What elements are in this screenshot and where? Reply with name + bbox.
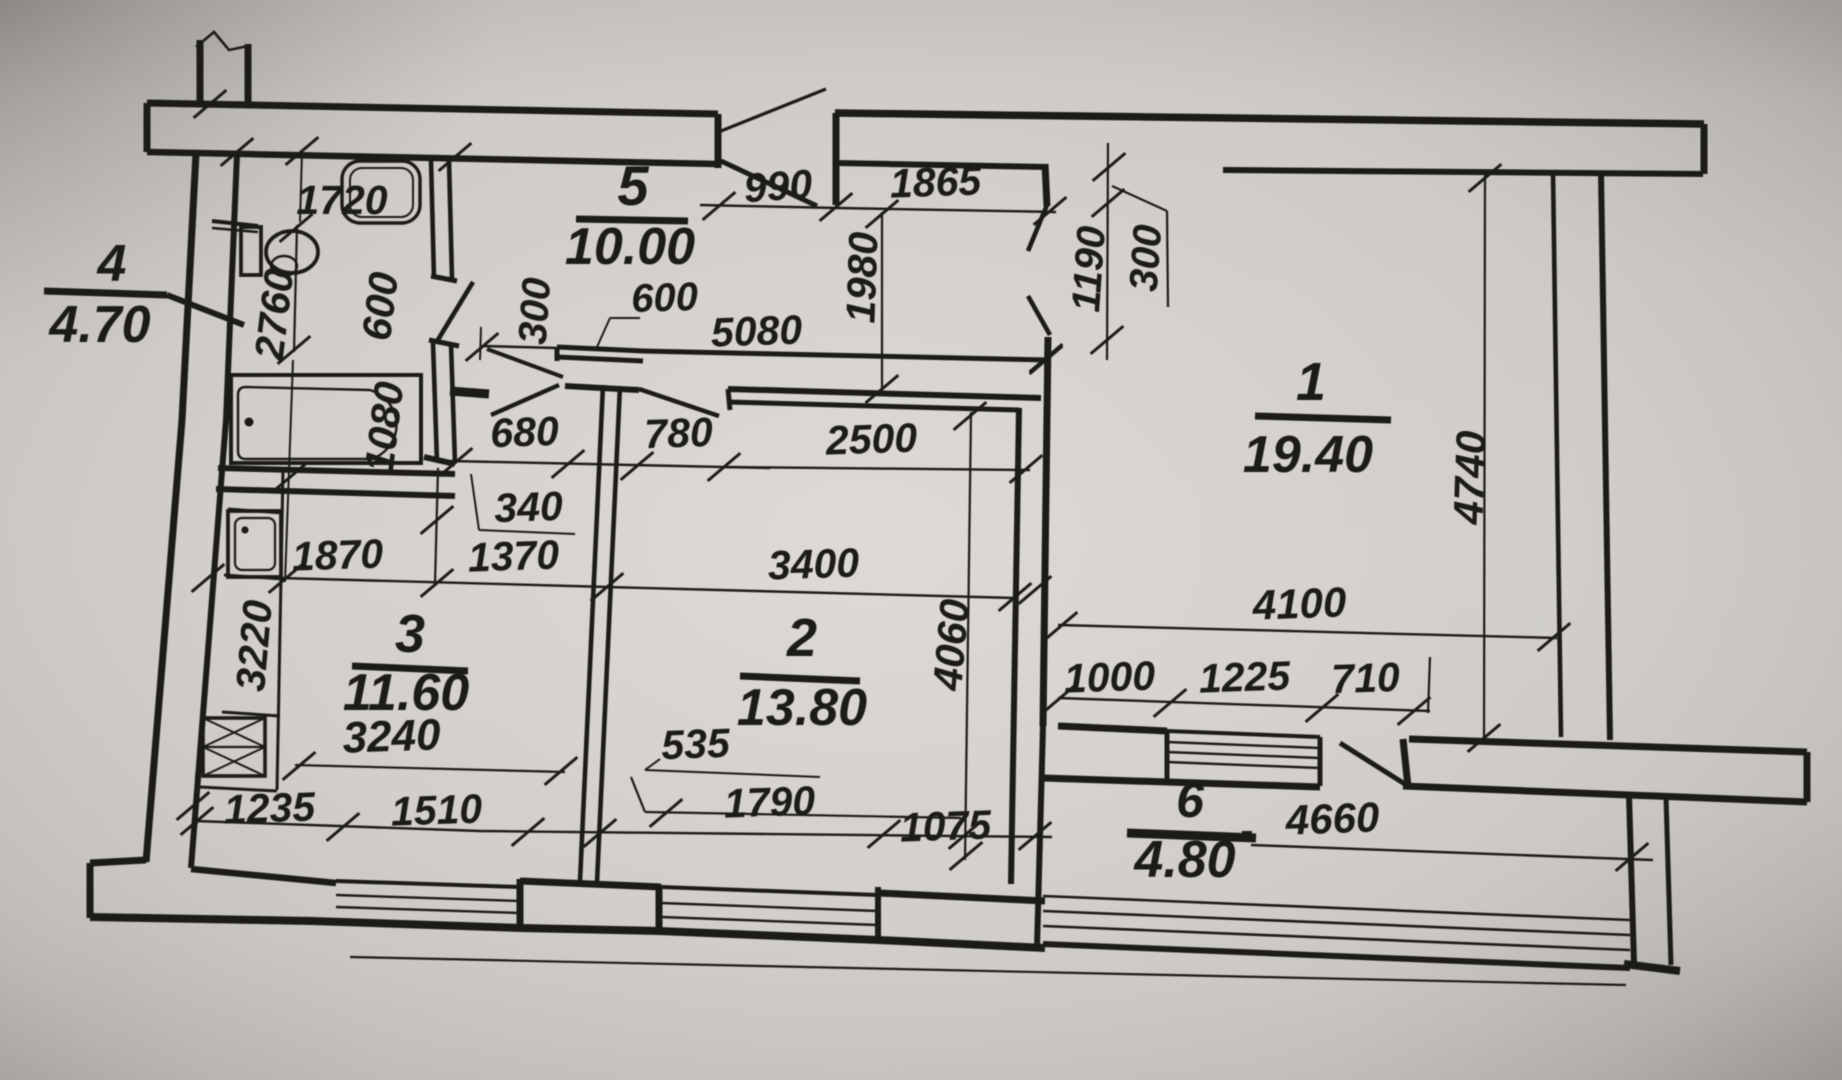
svg-text:4660: 4660 bbox=[1284, 793, 1380, 843]
svg-text:1190: 1190 bbox=[1064, 225, 1114, 314]
svg-text:1075: 1075 bbox=[899, 801, 993, 850]
svg-text:1235: 1235 bbox=[223, 783, 317, 832]
svg-text:1865: 1865 bbox=[889, 157, 983, 206]
svg-text:1225: 1225 bbox=[1198, 652, 1292, 701]
svg-text:1870: 1870 bbox=[291, 530, 384, 579]
svg-text:4100: 4100 bbox=[1251, 578, 1347, 628]
svg-text:19.40: 19.40 bbox=[1243, 426, 1373, 484]
svg-text:780: 780 bbox=[644, 409, 714, 457]
svg-text:2: 2 bbox=[786, 608, 817, 668]
svg-text:11.60: 11.60 bbox=[343, 664, 469, 722]
svg-text:4: 4 bbox=[97, 235, 127, 293]
svg-text:1: 1 bbox=[1296, 352, 1326, 412]
svg-text:1980: 1980 bbox=[837, 231, 886, 324]
svg-text:10.00: 10.00 bbox=[565, 218, 695, 276]
svg-text:3: 3 bbox=[395, 604, 425, 664]
svg-text:300: 300 bbox=[511, 276, 560, 346]
svg-text:3220: 3220 bbox=[227, 598, 281, 693]
svg-text:1510: 1510 bbox=[390, 785, 483, 834]
svg-text:1000: 1000 bbox=[1063, 652, 1156, 701]
svg-text:680: 680 bbox=[490, 408, 560, 456]
svg-text:4060: 4060 bbox=[924, 597, 978, 693]
svg-text:3240: 3240 bbox=[342, 710, 442, 762]
svg-text:990: 990 bbox=[742, 161, 814, 212]
svg-text:5: 5 bbox=[617, 154, 649, 217]
svg-text:4.70: 4.70 bbox=[48, 296, 150, 354]
svg-text:3400: 3400 bbox=[767, 539, 860, 588]
svg-text:5080: 5080 bbox=[710, 306, 803, 355]
svg-text:1370: 1370 bbox=[467, 531, 560, 580]
svg-text:1080: 1080 bbox=[356, 379, 413, 475]
svg-text:300: 300 bbox=[1122, 223, 1171, 293]
svg-text:4.80: 4.80 bbox=[1133, 831, 1235, 889]
svg-text:13.80: 13.80 bbox=[737, 679, 867, 737]
svg-text:4740: 4740 bbox=[1444, 430, 1494, 526]
svg-text:6: 6 bbox=[1176, 772, 1205, 828]
svg-text:600: 600 bbox=[630, 275, 698, 321]
svg-text:710: 710 bbox=[1331, 654, 1401, 702]
svg-text:600: 600 bbox=[353, 269, 407, 343]
svg-text:2500: 2500 bbox=[824, 414, 918, 463]
svg-text:535: 535 bbox=[661, 720, 732, 768]
svg-text:340: 340 bbox=[494, 483, 564, 531]
svg-text:2760: 2760 bbox=[246, 266, 303, 363]
svg-text:1790: 1790 bbox=[723, 777, 816, 826]
